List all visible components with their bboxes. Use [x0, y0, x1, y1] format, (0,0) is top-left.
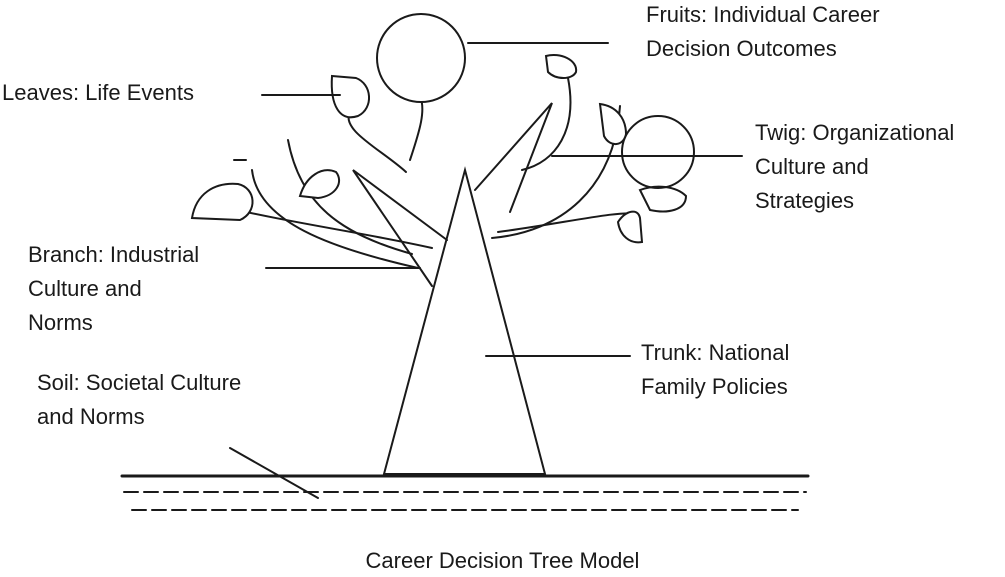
leaf-right-2 — [638, 185, 688, 213]
leaf-right-3 — [616, 210, 644, 244]
label-leaves: Leaves: Life Events — [2, 76, 194, 110]
leaf-top-left — [330, 74, 370, 119]
label-twig-line3: Strategies — [755, 188, 855, 213]
label-fruits-line2: Decision Outcomes — [646, 36, 837, 61]
label-soil: Soil: Societal Culture and Norms — [37, 366, 241, 434]
diagram-caption: Career Decision Tree Model — [365, 548, 640, 573]
label-twig: Twig: Organizational Culture and Strateg… — [755, 116, 954, 218]
fruit-right — [621, 115, 695, 189]
twig-left-inner — [347, 111, 407, 173]
leader-soil — [229, 447, 319, 499]
branch-left — [352, 169, 448, 287]
label-trunk-line1: Trunk: National — [641, 340, 790, 365]
twig-left-mid — [287, 139, 413, 255]
leaf-left-small — [298, 169, 341, 200]
label-fruits: Fruits: Individual Career Decision Outco… — [646, 0, 880, 66]
twig-left-upper — [409, 95, 424, 161]
fruit-top — [376, 13, 466, 103]
label-branch-line1: Branch: Industrial — [28, 242, 200, 267]
label-branch-line3: Norms — [28, 310, 93, 335]
label-trunk: Trunk: National Family Policies — [641, 336, 789, 404]
label-trunk-line2: Family Policies — [641, 374, 788, 399]
label-soil-line2: and Norms — [37, 404, 145, 429]
label-twig-line2: Culture and — [755, 154, 869, 179]
twig-right-low — [497, 212, 637, 233]
leaf-top-right — [544, 54, 578, 79]
label-soil-line1: Soil: Societal Culture — [37, 370, 242, 395]
label-leaves-line1: Leaves: Life Events — [2, 80, 195, 105]
branch-right — [474, 102, 553, 213]
leaf-right-1 — [598, 102, 628, 145]
label-twig-line1: Twig: Organizational — [755, 120, 955, 145]
twig-left-outer — [251, 169, 419, 269]
label-branch: Branch: Industrial Culture and Norms — [28, 238, 199, 340]
label-fruits-line1: Fruits: Individual Career — [646, 2, 880, 27]
twig-right-top — [521, 77, 572, 171]
trunk — [382, 166, 547, 475]
leaf-left-far — [190, 182, 254, 222]
twig-right-mid — [491, 105, 621, 239]
label-branch-line2: Culture and — [28, 276, 142, 301]
